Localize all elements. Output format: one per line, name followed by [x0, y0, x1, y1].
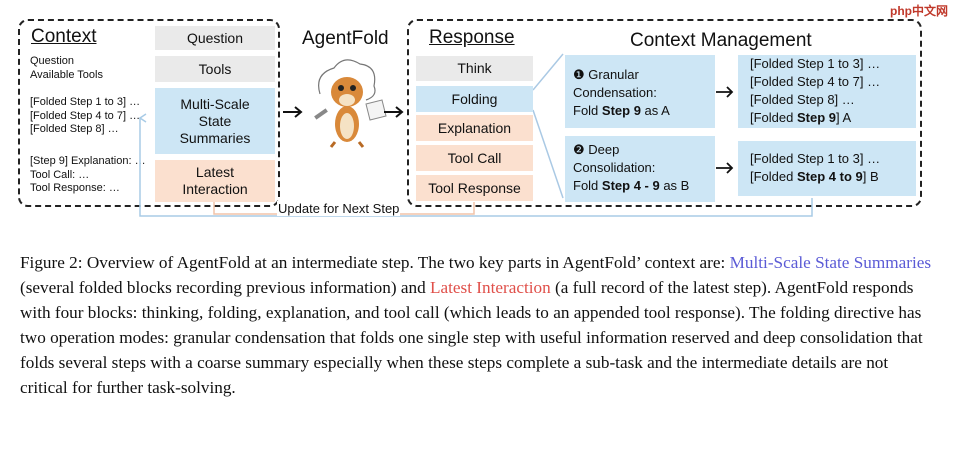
- result-line: [Folded Step 4 to 9] B: [750, 169, 879, 184]
- context-line: [Folded Step 1 to 3] …: [30, 96, 141, 108]
- context-title: Context: [31, 26, 97, 47]
- granular-mode-box: [565, 55, 715, 128]
- granular-label: Granular: [588, 67, 639, 82]
- context-frame: [18, 19, 280, 207]
- arrow-right-icon: [716, 162, 734, 174]
- context-line: [Step 9] Explanation: …: [30, 155, 146, 167]
- tool-response-block: Tool Response: [416, 175, 533, 201]
- arrow-right-icon: [384, 106, 404, 118]
- watermark-text: php中文网: [890, 4, 948, 18]
- deep-fold-text: Fold Step 4 - 9 as B: [573, 178, 690, 193]
- deep-result-box: [738, 141, 916, 196]
- watermark-logo: php中文网: [890, 2, 948, 19]
- result-line: [Folded Step 1 to 3] …: [750, 151, 881, 166]
- folding-connector: [533, 53, 564, 199]
- context-line: Question: [30, 55, 75, 67]
- granular-result-box: [738, 55, 916, 128]
- deep-label: Deep: [588, 142, 620, 157]
- agent-mascot-icon: [314, 59, 387, 148]
- caption-text: (several folded blocks recording previou…: [20, 278, 430, 297]
- tool-call-block: Tool Call: [416, 145, 533, 171]
- summaries-line: Multi-Scale: [180, 95, 250, 112]
- context-lines-a: Question Available Tools: [30, 55, 103, 82]
- explanation-block: Explanation: [416, 115, 533, 141]
- latest-line: Interaction: [182, 181, 248, 197]
- context-management-title: Context Management: [630, 30, 812, 51]
- figure-caption: Figure 2: Overview of AgentFold at an in…: [20, 250, 936, 400]
- state-summaries-block: Multi-Scale State Summaries: [155, 88, 275, 154]
- context-lines-c: [Step 9] Explanation: … Tool Call: … Too…: [30, 155, 146, 196]
- think-block: Think: [416, 56, 533, 81]
- agentfold-title: AgentFold: [302, 28, 389, 49]
- caption-highlight-latest: Latest Interaction: [429, 278, 551, 297]
- question-block: Question: [155, 26, 275, 50]
- latest-interaction-block: Latest Interaction: [155, 160, 275, 202]
- context-line: Available Tools: [30, 68, 103, 81]
- granular-result-text: [Folded Step 1 to 3] … [Folded Step 4 to…: [750, 55, 880, 127]
- deep-label: Consolidation:: [573, 160, 656, 175]
- summaries-line: State: [198, 112, 232, 129]
- granular-label: Condensation:: [573, 85, 657, 100]
- latest-line: Latest: [195, 164, 235, 180]
- result-line: [Folded Step 4 to 7] …: [750, 74, 881, 89]
- result-line: [Folded Step 9] A: [750, 110, 852, 125]
- granular-fold-text: Fold Step 9 as A: [573, 103, 670, 118]
- deep-number-icon: ❷: [573, 142, 585, 157]
- update-label: Update for Next Step: [277, 201, 401, 216]
- result-line: [Folded Step 1 to 3] …: [750, 56, 881, 71]
- arrow-right-icon: [283, 106, 303, 118]
- caption-text: (a full record of the latest step). Agen…: [20, 278, 923, 397]
- context-line: [Folded Step 4 to 7] …: [30, 109, 141, 122]
- deep-result-text: [Folded Step 1 to 3] … [Folded Step 4 to…: [750, 150, 880, 186]
- response-title: Response: [429, 27, 515, 48]
- caption-text: Figure 2: Overview of AgentFold at an in…: [20, 253, 730, 272]
- deep-mode-box: [565, 136, 715, 202]
- granular-mode-text: ❶ Granular Condensation: Fold Step 9 as …: [573, 66, 670, 120]
- caption-highlight-summaries: Multi-Scale State Summaries: [729, 253, 932, 272]
- context-line: [Folded Step 8] …: [30, 123, 119, 135]
- arrow-right-icon: [716, 86, 734, 98]
- update-feedback-lines: [138, 113, 813, 217]
- result-line: [Folded Step 8] …: [750, 92, 855, 107]
- context-line: Tool Response: …: [30, 182, 120, 194]
- context-line: Tool Call: …: [30, 168, 90, 181]
- summaries-line: Summaries: [179, 129, 251, 146]
- tools-block: Tools: [155, 56, 275, 82]
- folding-block: Folding: [416, 86, 533, 112]
- deep-mode-text: ❷ Deep Consolidation: Fold Step 4 - 9 as…: [573, 141, 689, 195]
- context-lines-b: [Folded Step 1 to 3] … [Folded Step 4 to…: [30, 96, 140, 137]
- granular-number-icon: ❶: [573, 67, 585, 82]
- response-frame: [407, 19, 922, 207]
